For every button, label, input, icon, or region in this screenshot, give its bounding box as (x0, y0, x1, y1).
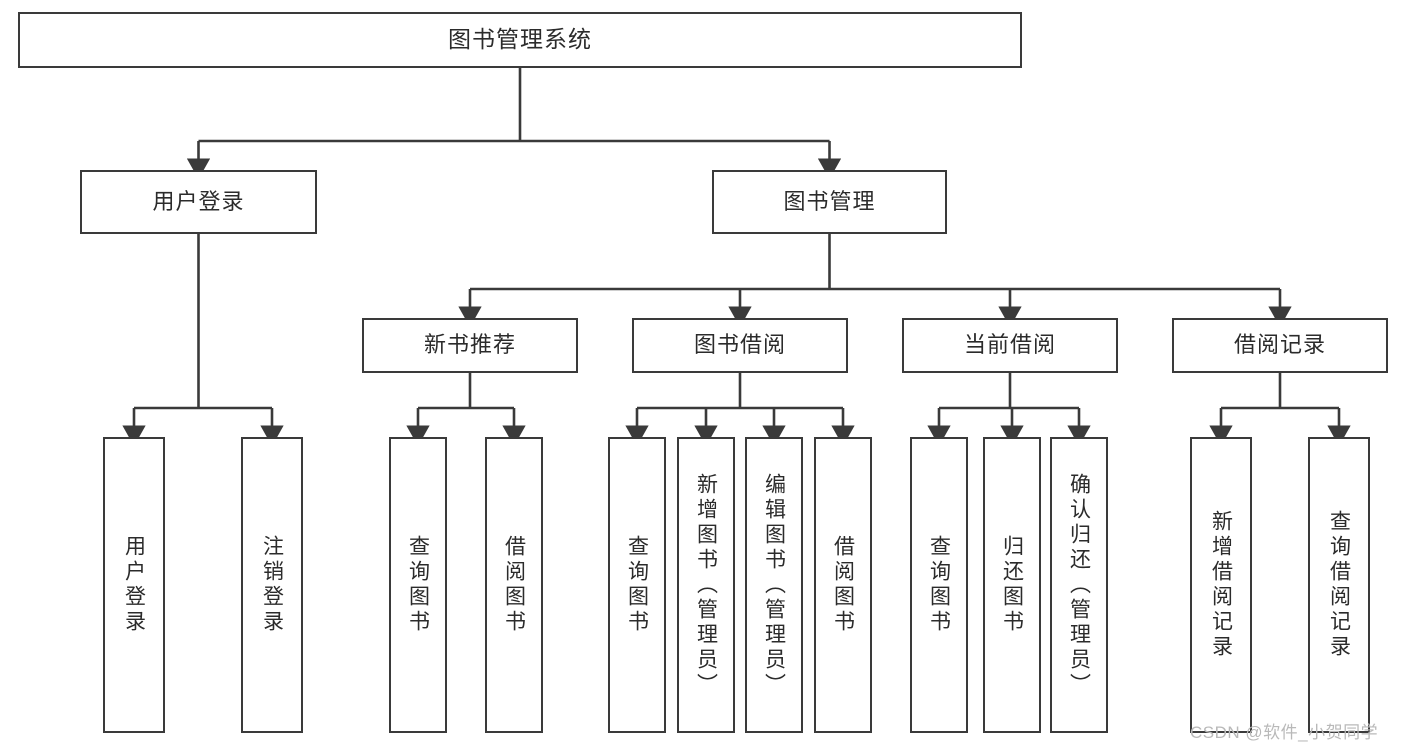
leaf-user-login[interactable]: 用户登录 (103, 437, 165, 733)
leaf-bookborrow-edit-book[interactable]: 编辑图书（管理员） (745, 437, 803, 733)
leaf-record-add-record[interactable]: 新增借阅记录 (1190, 437, 1252, 733)
leaf-bookborrow-edit-book-label: 编辑图书（管理员） (762, 472, 786, 698)
node-current-borrow-label: 当前借阅 (963, 332, 1056, 358)
leaf-bookborrow-query-book-label: 查询图书 (625, 535, 649, 635)
node-borrow-record[interactable]: 借阅记录 (1172, 318, 1388, 373)
node-root-label: 图书管理系统 (448, 26, 592, 53)
leaf-record-add-record-label: 新增借阅记录 (1209, 510, 1233, 660)
leaf-bookborrow-query-book[interactable]: 查询图书 (608, 437, 666, 733)
leaf-newbook-borrow-book-label: 借阅图书 (502, 535, 526, 635)
node-new-book-recommend-label: 新书推荐 (423, 332, 516, 358)
node-root[interactable]: 图书管理系统 (18, 12, 1022, 68)
node-book-manage[interactable]: 图书管理 (712, 170, 947, 234)
node-user-login-label: 用户登录 (152, 188, 245, 214)
node-book-borrow-label: 图书借阅 (693, 332, 786, 358)
leaf-currentborrow-return-book-label: 归还图书 (1000, 535, 1024, 635)
leaf-newbook-borrow-book[interactable]: 借阅图书 (485, 437, 543, 733)
leaf-bookborrow-borrow-book-label: 借阅图书 (831, 535, 855, 635)
node-user-login[interactable]: 用户登录 (80, 170, 317, 234)
node-book-borrow[interactable]: 图书借阅 (632, 318, 848, 373)
leaf-currentborrow-query-book[interactable]: 查询图书 (910, 437, 968, 733)
leaf-record-query-record[interactable]: 查询借阅记录 (1308, 437, 1370, 733)
node-borrow-record-label: 借阅记录 (1233, 332, 1326, 358)
leaf-logout[interactable]: 注销登录 (241, 437, 303, 733)
leaf-user-login-label: 用户登录 (122, 535, 146, 635)
leaf-currentborrow-return-book[interactable]: 归还图书 (983, 437, 1041, 733)
leaf-currentborrow-query-book-label: 查询图书 (927, 535, 951, 635)
leaf-newbook-query-book-label: 查询图书 (406, 535, 430, 635)
leaf-newbook-query-book[interactable]: 查询图书 (389, 437, 447, 733)
leaf-bookborrow-add-book[interactable]: 新增图书（管理员） (677, 437, 735, 733)
leaf-record-query-record-label: 查询借阅记录 (1327, 510, 1351, 660)
node-current-borrow[interactable]: 当前借阅 (902, 318, 1118, 373)
leaf-bookborrow-add-book-label: 新增图书（管理员） (694, 472, 718, 698)
leaf-logout-label: 注销登录 (260, 535, 284, 635)
leaf-bookborrow-borrow-book[interactable]: 借阅图书 (814, 437, 872, 733)
node-book-manage-label: 图书管理 (783, 188, 876, 214)
leaf-currentborrow-confirm-return-label: 确认归还（管理员） (1067, 472, 1091, 698)
leaf-currentborrow-confirm-return[interactable]: 确认归还（管理员） (1050, 437, 1108, 733)
node-new-book-recommend[interactable]: 新书推荐 (362, 318, 578, 373)
